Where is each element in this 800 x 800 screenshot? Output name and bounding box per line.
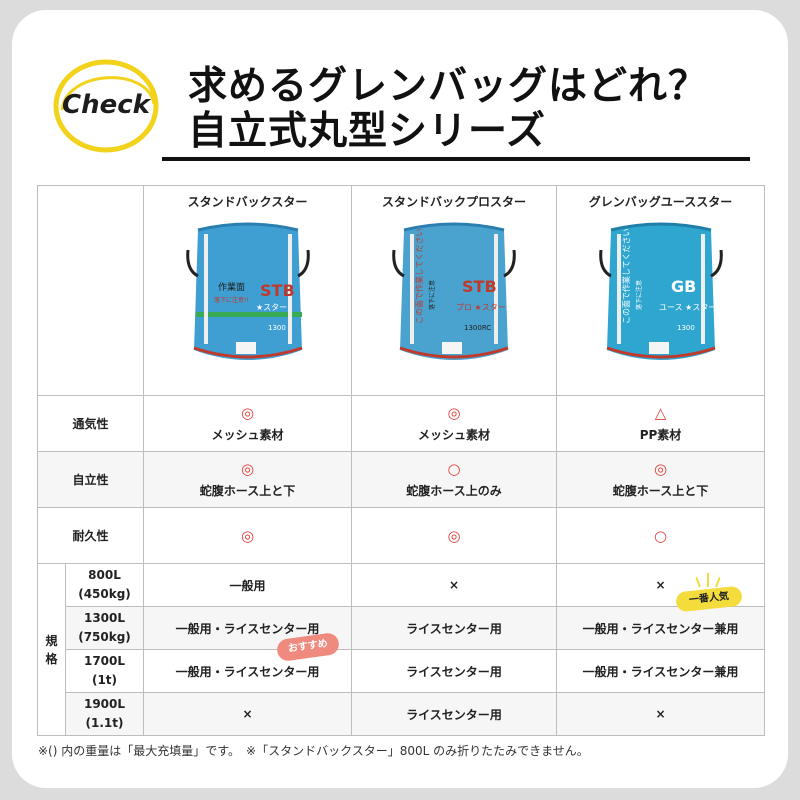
hose-text: 蛇腹ホース上と下 <box>199 484 296 498</box>
spec-value: 一般用 <box>143 563 352 607</box>
material-text: メッシュ素材 <box>417 428 490 442</box>
rating-symbol: △ <box>654 404 667 422</box>
rating-symbol: ◎ <box>447 404 461 422</box>
spec-value: ライスセンター用 <box>351 606 557 650</box>
rating-symbol: ◎ <box>240 404 255 422</box>
svg-text:STB: STB <box>462 277 497 296</box>
spec-row: 1300L (750kg) 一般用・ライスセンター用 ライスセンター用 一番人気… <box>38 573 765 650</box>
spec-weight: (450kg) <box>78 587 131 601</box>
products-row: スタンドバックスター 作業面 落下に注意!! STB ★スター 1300 スタン… <box>37 185 765 396</box>
self-standing-cell: ◎ 蛇腹ホース上と下 <box>556 451 765 508</box>
material-text: メッシュ素材 <box>211 428 284 442</box>
rating-symbol: ○ <box>653 526 668 545</box>
svg-text:STB: STB <box>260 281 295 300</box>
spec-size: 1700L <box>83 654 126 668</box>
product-grain-bag-youth-star: グレンバッグユーススター この面で作業してください 落下に注意 GB ユース ★… <box>556 185 765 396</box>
svg-text:作業面: 作業面 <box>218 281 245 293</box>
page-title: 求めるグレンバッグはどれ？ <box>188 64 709 109</box>
durability-cell: ◎ <box>351 507 557 564</box>
svg-text:落下に注意!!: 落下に注意!! <box>214 296 249 304</box>
spec-label-cell: 規 格 <box>37 563 66 736</box>
ventilation-cell: ◎ メッシュ素材 <box>351 395 557 452</box>
ventilation-row: 通気性 ◎ メッシュ素材 ◎ メッシュ素材 △ PP素材 <box>37 395 765 452</box>
badge-label: Check <box>62 90 150 120</box>
durability-cell: ○ <box>556 507 765 564</box>
svg-text:プロ ★スター: プロ ★スター <box>456 303 506 312</box>
ventilation-cell: ◎ メッシュ素材 <box>143 395 352 452</box>
product-name: スタンドバックスター <box>187 195 308 209</box>
spec-size-cell: 1300L (750kg) <box>65 606 144 650</box>
svg-text:1300: 1300 <box>677 324 695 332</box>
durability-cell: ◎ <box>143 507 352 564</box>
badge-ring-icon <box>53 59 159 153</box>
svg-text:落下に注意: 落下に注意 <box>428 280 436 310</box>
footnote: ※() 内の重量は「最大充填量」です。 ※「スタンドバックスター」800L のみ… <box>38 744 589 758</box>
spec-value: ライスセンター用 <box>351 692 557 736</box>
grain-bag-image: この面で作業してください 落下に注意 GB ユース ★スター 1300 <box>598 222 723 360</box>
row-label-durability: 耐久性 <box>37 507 144 564</box>
svg-text:1300RC: 1300RC <box>464 324 491 332</box>
rating-symbol: ◎ <box>240 460 255 478</box>
corner-cell <box>37 185 144 396</box>
rating-symbol: ○ <box>447 460 461 478</box>
product-stand-bag-star: スタンドバックスター 作業面 落下に注意!! STB ★スター 1300 <box>143 185 352 396</box>
hose-text: 蛇腹ホース上のみ <box>406 484 502 498</box>
check-badge: Check <box>50 56 162 156</box>
spec-weight: (750kg) <box>78 630 131 644</box>
page-subtitle: 自立式丸型シリーズ <box>188 109 547 154</box>
spec-size-cell: 1700L (1t) <box>65 649 144 693</box>
sparkle-icon <box>696 573 720 588</box>
comparison-table: スタンドバックスター 作業面 落下に注意!! STB ★スター 1300 スタン… <box>37 185 765 736</box>
svg-text:1300: 1300 <box>268 324 286 332</box>
svg-text:★スター: ★スター <box>256 303 287 312</box>
spec-value: ライスセンター用 <box>351 649 557 693</box>
spec-value: × <box>143 692 352 736</box>
hose-text: 蛇腹ホース上と下 <box>612 484 709 498</box>
title-underline <box>162 157 750 161</box>
grain-bag-image: 作業面 落下に注意!! STB ★スター 1300 <box>185 222 310 360</box>
spec-size: 800L <box>88 568 121 582</box>
spec-value: 一般用・ライスセンター兼用 <box>582 621 739 636</box>
rating-symbol: ◎ <box>240 526 255 545</box>
spec-row: 1900L (1.1t) × ライスセンター用 × <box>38 692 765 736</box>
spec-value: 一般用・ライスセンター用 <box>175 664 320 679</box>
svg-text:落下に注意: 落下に注意 <box>635 280 643 310</box>
ventilation-cell: △ PP素材 <box>556 395 765 452</box>
svg-text:この面で作業してください: この面で作業してください <box>621 228 631 324</box>
svg-text:GB: GB <box>671 277 696 296</box>
spec-weight: (1.1t) <box>85 716 124 730</box>
self-standing-cell: ◎ 蛇腹ホース上と下 <box>143 451 352 508</box>
spec-size-cell: 1900L (1.1t) <box>65 692 144 736</box>
spec-value-popular: 一番人気 一般用・ライスセンター兼用 <box>556 573 765 650</box>
spec-value: 一般用・ライスセンター兼用 <box>556 649 765 693</box>
grain-bag-image: この面で作業してください 落下に注意 STB プロ ★スター 1300RC <box>392 222 516 360</box>
rating-symbol: ◎ <box>447 526 461 545</box>
product-name: グレンバッグユーススター <box>588 195 733 209</box>
svg-text:ユース ★スター: ユース ★スター <box>659 303 716 312</box>
row-label-self-standing: 自立性 <box>37 451 144 508</box>
self-standing-row: 自立性 ◎ 蛇腹ホース上と下 ○ 蛇腹ホース上のみ ◎ 蛇腹ホース上と下 <box>37 451 765 508</box>
spec-row: 規 格 800L (450kg) 一般用 × × <box>37 563 765 736</box>
spec-value-recommended: おすすめ 一般用・ライスセンター用 <box>143 631 352 693</box>
spec-size: 1300L <box>83 611 126 625</box>
spec-label-bottom: 格 <box>45 651 58 666</box>
svg-text:この面で作業してください: この面で作業してください <box>414 228 424 324</box>
material-text: PP素材 <box>639 428 682 442</box>
spec-row: 1700L (1t) おすすめ 一般用・ライスセンター用 ライスセンター用 一般… <box>38 631 765 693</box>
row-label-ventilation: 通気性 <box>37 395 144 452</box>
self-standing-cell: ○ 蛇腹ホース上のみ <box>351 451 557 508</box>
product-name: スタンドバックプロスター <box>381 195 526 209</box>
spec-weight: (1t) <box>91 673 118 687</box>
product-stand-bag-pro-star: スタンドバックプロスター この面で作業してください 落下に注意 STB プロ ★… <box>351 185 557 396</box>
spec-value: × <box>556 692 765 736</box>
spec-value: × <box>351 563 557 607</box>
spec-label-top: 規 <box>45 633 58 648</box>
spec-size-cell: 800L (450kg) <box>65 563 144 607</box>
durability-row: 耐久性 ◎ ◎ ○ <box>37 507 765 564</box>
spec-size: 1900L <box>83 697 126 711</box>
rating-symbol: ◎ <box>653 460 668 478</box>
